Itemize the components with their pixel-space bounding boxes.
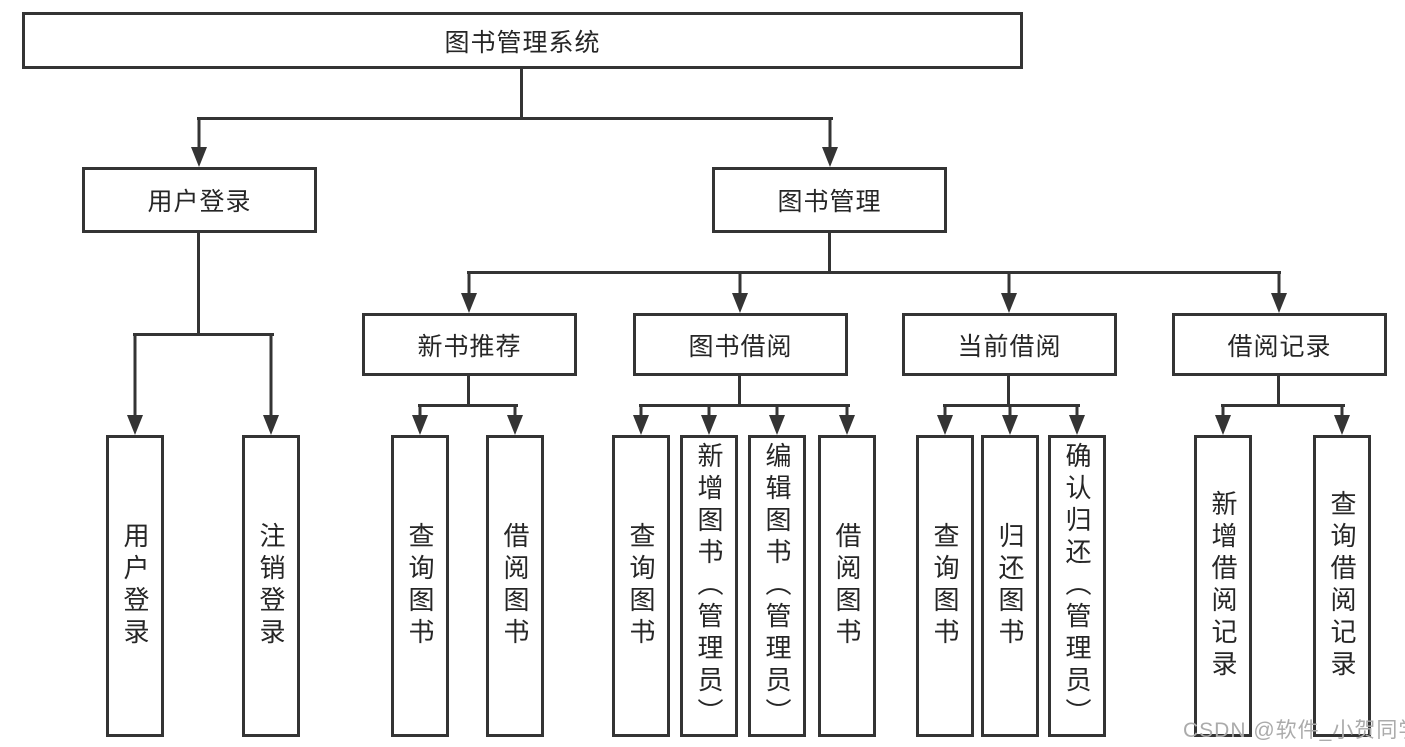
node-new-book-recommend-label: 新书推荐 — [417, 332, 522, 361]
leaf-current-return-book-label: 归还图书 — [995, 522, 1025, 650]
node-root: 图书管理系统 — [22, 12, 1023, 69]
node-book-management-label: 图书管理 — [777, 188, 882, 216]
connector-book-management-stem — [828, 233, 831, 274]
leaf-user-login-label: 用户登录 — [120, 522, 150, 650]
connector-level3-rail — [467, 271, 1281, 274]
leaf-borrow-add-book-admin: 新增图书（管理员） — [680, 435, 738, 737]
leaf-logout: 注销登录 — [242, 435, 300, 737]
leaf-borrow-query-book: 查询图书 — [612, 435, 670, 737]
connector-arrow-user-login — [191, 117, 207, 167]
connector-arrow-record-add — [1215, 404, 1231, 435]
connector-arrow-borrow-record — [1271, 271, 1287, 313]
connector-user-leaves-rail — [133, 333, 274, 336]
node-root-label: 图书管理系统 — [444, 28, 601, 57]
connector-recommend-rail — [418, 404, 518, 407]
node-borrow-record-label: 借阅记录 — [1227, 332, 1332, 361]
leaf-current-return-book: 归还图书 — [981, 435, 1039, 737]
leaf-current-query-book: 查询图书 — [916, 435, 974, 737]
connector-user-login-stem — [197, 233, 200, 336]
connector-arrow-record-query — [1334, 404, 1350, 435]
leaf-current-confirm-return-admin: 确认归还（管理员） — [1048, 435, 1106, 737]
connector-arrow-current-confirm — [1069, 404, 1085, 435]
node-book-borrow-label: 图书借阅 — [688, 332, 793, 361]
connector-record-rail — [1221, 404, 1345, 407]
leaf-borrow-edit-book-admin-label: 编辑图书（管理员） — [762, 442, 792, 730]
node-book-management: 图书管理 — [712, 167, 947, 233]
connector-arrow-book-borrow — [732, 271, 748, 313]
leaf-recommend-query-book: 查询图书 — [391, 435, 449, 737]
connector-arrow-leaf-user-login — [127, 333, 143, 435]
connector-current-stem — [1007, 376, 1010, 407]
connector-arrow-recommend-borrow — [507, 404, 523, 435]
connector-recommend-stem — [467, 376, 470, 407]
node-current-borrow: 当前借阅 — [902, 313, 1117, 376]
leaf-user-login: 用户登录 — [106, 435, 164, 737]
leaf-borrow-add-book-admin-label: 新增图书（管理员） — [694, 442, 724, 730]
leaf-logout-label: 注销登录 — [256, 522, 286, 650]
leaf-record-query-borrow-record: 查询借阅记录 — [1313, 435, 1371, 737]
leaf-record-query-borrow-record-label: 查询借阅记录 — [1327, 490, 1357, 682]
connector-arrow-book-management — [822, 117, 838, 167]
leaf-borrow-edit-book-admin: 编辑图书（管理员） — [748, 435, 806, 737]
leaf-recommend-query-book-label: 查询图书 — [405, 522, 435, 650]
connector-arrow-borrow-borrow — [839, 404, 855, 435]
leaf-recommend-borrow-book-label: 借阅图书 — [500, 522, 530, 650]
leaf-borrow-query-book-label: 查询图书 — [626, 522, 656, 650]
connector-level2-rail — [197, 117, 833, 120]
connector-arrow-borrow-add — [701, 404, 717, 435]
connector-borrow-rail — [639, 404, 850, 407]
leaf-borrow-borrow-book-label: 借阅图书 — [832, 522, 862, 650]
connector-arrow-borrow-query — [633, 404, 649, 435]
connector-arrow-new-recommend — [461, 271, 477, 313]
node-current-borrow-label: 当前借阅 — [957, 332, 1062, 361]
node-user-login: 用户登录 — [82, 167, 317, 233]
connector-arrow-recommend-query — [412, 404, 428, 435]
connector-arrow-borrow-edit — [769, 404, 785, 435]
node-book-borrow: 图书借阅 — [633, 313, 848, 376]
leaf-record-add-borrow-record-label: 新增借阅记录 — [1208, 490, 1238, 682]
connector-record-stem — [1277, 376, 1280, 407]
node-new-book-recommend: 新书推荐 — [362, 313, 577, 376]
connector-arrow-current-query — [937, 404, 953, 435]
node-user-login-label: 用户登录 — [147, 188, 252, 216]
leaf-borrow-borrow-book: 借阅图书 — [818, 435, 876, 737]
leaf-recommend-borrow-book: 借阅图书 — [486, 435, 544, 737]
connector-arrow-current-borrow — [1001, 271, 1017, 313]
connector-borrow-stem — [738, 376, 741, 407]
leaf-current-confirm-return-admin-label: 确认归还（管理员） — [1062, 442, 1092, 730]
connector-arrow-current-return — [1002, 404, 1018, 435]
connector-root-stem — [520, 69, 523, 119]
connector-arrow-leaf-logout — [263, 333, 279, 435]
csdn-watermark: CSDN @软件_小贺同学 — [1183, 719, 1405, 742]
leaf-record-add-borrow-record: 新增借阅记录 — [1194, 435, 1252, 737]
node-borrow-record: 借阅记录 — [1172, 313, 1387, 376]
leaf-current-query-book-label: 查询图书 — [930, 522, 960, 650]
